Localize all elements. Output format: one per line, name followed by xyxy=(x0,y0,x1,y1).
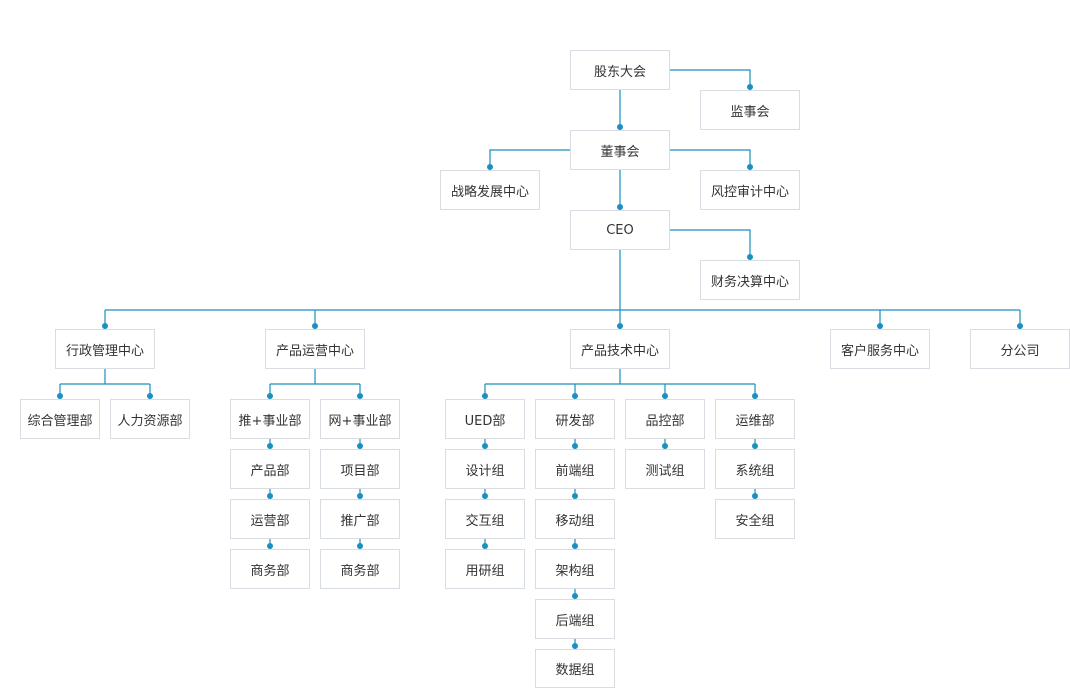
connector-dot xyxy=(357,493,363,499)
connector-dot xyxy=(357,543,363,549)
node-branch-office[interactable]: 分公司 xyxy=(970,329,1070,369)
connector-product-ops-children xyxy=(269,369,361,399)
connector-dot xyxy=(572,593,578,599)
connector-dot xyxy=(102,323,108,329)
node-wang-project-dept[interactable]: 项目部 xyxy=(320,449,400,489)
node-user-research-group[interactable]: 用研组 xyxy=(445,549,525,589)
connector-dot xyxy=(572,643,578,649)
connector-dot xyxy=(752,393,758,399)
connector-dot xyxy=(482,543,488,549)
connector-dot xyxy=(752,443,758,449)
node-tui-operation-dept[interactable]: 运营部 xyxy=(230,499,310,539)
connector-dot xyxy=(482,493,488,499)
connector-dot xyxy=(357,393,363,399)
connector-product-tech-bus xyxy=(485,369,755,385)
connector-dot xyxy=(747,164,753,170)
connector-ceo-finance xyxy=(670,229,751,260)
connector-dot xyxy=(617,124,623,130)
node-security-group[interactable]: 安全组 xyxy=(715,499,795,539)
node-tui-product-dept[interactable]: 产品部 xyxy=(230,449,310,489)
node-shareholders[interactable]: 股东大会 xyxy=(570,50,670,90)
connector-dot xyxy=(267,493,273,499)
node-qa-dept[interactable]: 品控部 xyxy=(625,399,705,439)
node-hr-dept[interactable]: 人力资源部 xyxy=(110,399,190,439)
connector-dot xyxy=(312,323,318,329)
node-wang-promotion-dept[interactable]: 推广部 xyxy=(320,499,400,539)
connector-dot xyxy=(1017,323,1023,329)
connector-dot xyxy=(752,493,758,499)
node-board[interactable]: 董事会 xyxy=(570,130,670,170)
connector-dot xyxy=(267,443,273,449)
connector-dot xyxy=(747,254,753,260)
node-data-group[interactable]: 数据组 xyxy=(535,649,615,688)
connector-dot xyxy=(662,393,668,399)
connector-dot xyxy=(57,393,63,399)
node-system-group[interactable]: 系统组 xyxy=(715,449,795,489)
node-mobile-group[interactable]: 移动组 xyxy=(535,499,615,539)
node-rd-dept[interactable]: 研发部 xyxy=(535,399,615,439)
connector-dot xyxy=(572,393,578,399)
connector-dot xyxy=(617,323,623,329)
node-supervisory-board[interactable]: 监事会 xyxy=(700,90,800,130)
node-finance-center[interactable]: 财务决算中心 xyxy=(700,260,800,300)
node-interaction-group[interactable]: 交互组 xyxy=(445,499,525,539)
node-strategy-center[interactable]: 战略发展中心 xyxy=(440,170,540,210)
connector-dot xyxy=(482,443,488,449)
node-backend-group[interactable]: 后端组 xyxy=(535,599,615,639)
connector-dot xyxy=(877,323,883,329)
node-wang-commerce-dept[interactable]: 商务部 xyxy=(320,549,400,589)
node-product-tech-center[interactable]: 产品技术中心 xyxy=(570,329,670,369)
connector-dot xyxy=(572,443,578,449)
node-frontend-group[interactable]: 前端组 xyxy=(535,449,615,489)
connector-dot xyxy=(617,204,623,210)
node-ops-dept[interactable]: 运维部 xyxy=(715,399,795,439)
node-risk-audit-center[interactable]: 风控审计中心 xyxy=(700,170,800,210)
node-tui-business-dept[interactable]: 推+事业部 xyxy=(230,399,310,439)
node-tui-commerce-dept[interactable]: 商务部 xyxy=(230,549,310,589)
node-design-group[interactable]: 设计组 xyxy=(445,449,525,489)
connector-dot xyxy=(267,543,273,549)
connector-dot xyxy=(357,443,363,449)
connector-board-risk xyxy=(670,149,751,170)
node-admin-center[interactable]: 行政管理中心 xyxy=(55,329,155,369)
connector-admin-children xyxy=(59,369,151,399)
node-ued-dept[interactable]: UED部 xyxy=(445,399,525,439)
connector-dot xyxy=(267,393,273,399)
connector-dot xyxy=(747,84,753,90)
connector-board-strategy xyxy=(489,149,570,170)
node-wang-business-dept[interactable]: 网+事业部 xyxy=(320,399,400,439)
connector-dot xyxy=(572,543,578,549)
node-general-mgmt-dept[interactable]: 综合管理部 xyxy=(20,399,100,439)
connector-dot xyxy=(662,443,668,449)
connector-dot xyxy=(572,493,578,499)
node-test-group[interactable]: 测试组 xyxy=(625,449,705,489)
connector-dot xyxy=(147,393,153,399)
node-customer-service-center[interactable]: 客户服务中心 xyxy=(830,329,930,369)
connector-dot xyxy=(487,164,493,170)
node-product-ops-center[interactable]: 产品运营中心 xyxy=(265,329,365,369)
node-architecture-group[interactable]: 架构组 xyxy=(535,549,615,589)
connector-dot xyxy=(482,393,488,399)
connector-shareholders-supervisory xyxy=(670,69,751,90)
node-ceo[interactable]: CEO xyxy=(570,210,670,250)
